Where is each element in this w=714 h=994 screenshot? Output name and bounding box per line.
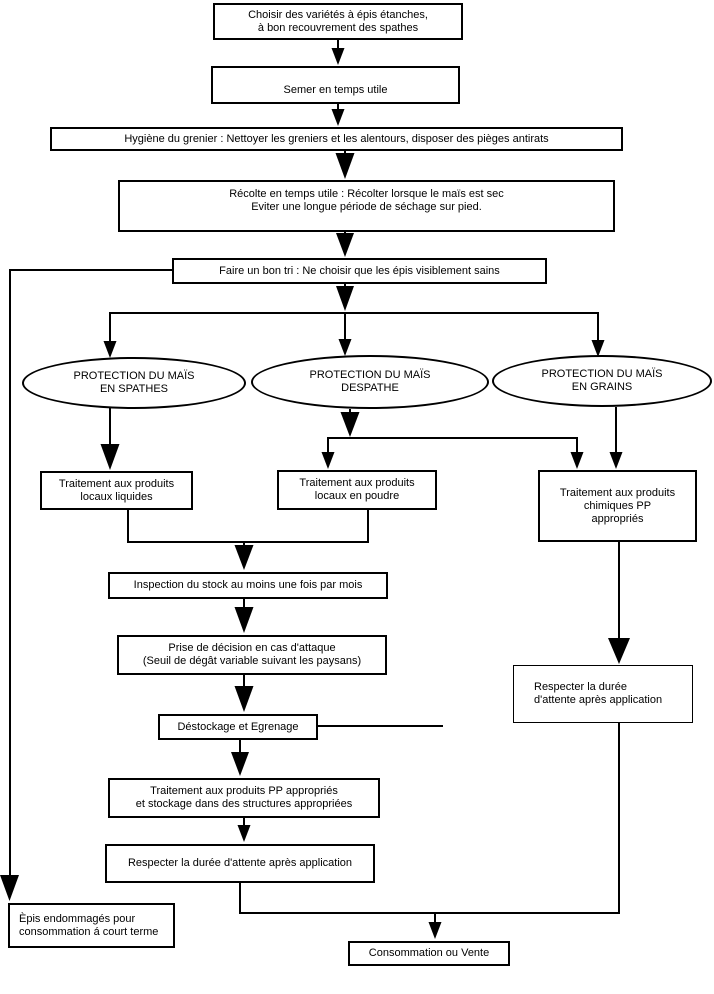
node-text: chimiques PP bbox=[583, 499, 652, 512]
node-text: locaux en poudre bbox=[314, 490, 400, 502]
ellipse-protection-spathes: PROTECTION DU MAÏS EN SPATHES bbox=[22, 357, 246, 409]
arrow-splitter-to-grains bbox=[591, 312, 605, 357]
node-text: Faire un bon tri : Ne choisir que les ép… bbox=[219, 264, 500, 277]
node-inspection-stock: Inspection du stock au moins une fois pa… bbox=[108, 572, 388, 599]
node-text: et stockage dans des structures appropri… bbox=[135, 798, 353, 810]
arrow-inspection-to-prise bbox=[234, 599, 254, 633]
node-text: Respecter la durée bbox=[534, 681, 627, 693]
node-traitement-chimiques: Traitement aux produits chimiques PP app… bbox=[538, 470, 697, 542]
node-text: DESPATHE bbox=[341, 382, 399, 394]
node-semer: Semer en temps utile bbox=[211, 66, 460, 104]
node-prise-decision: Prise de décision en cas d'attaque (Seui… bbox=[117, 635, 387, 675]
node-text: PROTECTION DU MAÏS bbox=[541, 368, 663, 380]
node-text: Inspection du stock au moins une fois pa… bbox=[133, 579, 363, 591]
node-text: Semer en temps utile bbox=[283, 84, 388, 96]
node-text: Traitement aux produits bbox=[559, 486, 676, 499]
node-text: Traitement aux produits bbox=[58, 477, 175, 490]
node-traitement-poudre: Traitement aux produits locaux en poudre bbox=[277, 470, 437, 510]
arrow-spathes-to-liquides bbox=[100, 408, 120, 470]
node-traitement-liquides: Traitement aux produits locaux liquides bbox=[40, 471, 193, 510]
arrow-splitter-to-despathe bbox=[338, 312, 352, 356]
node-epis-endommages: Èpis endommagés pour consommation á cour… bbox=[8, 903, 175, 948]
node-choisir-varietes: Choisir des variétés à épis étanches, à … bbox=[213, 3, 463, 40]
join-liquides-poudre bbox=[127, 510, 369, 543]
node-text: Consommation ou Vente bbox=[368, 947, 490, 959]
node-text: Traitement aux produits bbox=[299, 477, 415, 489]
node-text: à bon recouvrement des spathes bbox=[257, 21, 419, 34]
arrow-join-to-consommation bbox=[428, 913, 442, 939]
node-text: Respecter la durée d'attente après appli… bbox=[127, 857, 353, 869]
ellipse-protection-despathe: PROTECTION DU MAÏS DESPATHE bbox=[251, 355, 489, 409]
node-faire-bon-tri: Faire un bon tri : Ne choisir que les ép… bbox=[172, 258, 547, 284]
node-recolte: Récolte en temps utile : Récolter lorsqu… bbox=[118, 180, 615, 232]
ellipse-protection-grains: PROTECTION DU MAÏS EN GRAINS bbox=[492, 355, 712, 407]
node-text: Traitement aux produits PP appropriés bbox=[150, 785, 338, 797]
arrow-chimiques-to-respecter-droite bbox=[608, 542, 630, 664]
node-text: Prise de décision en cas d'attaque bbox=[168, 642, 336, 654]
node-text: Eviter une longue période de séchage sur… bbox=[251, 201, 482, 213]
arrow-semer-to-hygiene bbox=[331, 104, 345, 126]
arrow-despathe-to-junction bbox=[340, 409, 360, 437]
arrow-destockage-to-trait-pp bbox=[231, 740, 249, 776]
arrow-junction-to-poudre bbox=[321, 437, 335, 469]
arrow-junction-to-chimiques bbox=[570, 437, 584, 469]
node-text: (Seuil de dégât variable suivant les pay… bbox=[142, 655, 362, 667]
node-text: Hygiène du grenier : Nettoyer les grenie… bbox=[124, 132, 549, 145]
arrow-tri-to-splitter bbox=[336, 284, 354, 311]
node-traitement-pp-stockage: Traitement aux produits PP appropriés et… bbox=[108, 778, 380, 818]
node-text: locaux liquides bbox=[80, 490, 153, 503]
arrow-prise-to-destockage bbox=[234, 675, 254, 712]
arrow-trait-pp-to-respecter bbox=[237, 817, 251, 842]
node-text: PROTECTION DU MAÏS bbox=[309, 369, 431, 381]
node-respecter-duree-gauche: Respecter la durée d'attente après appli… bbox=[105, 844, 375, 883]
node-text: EN GRAINS bbox=[571, 381, 633, 393]
node-text: EN SPATHES bbox=[99, 383, 169, 395]
node-text: Déstockage et Egrenage bbox=[177, 720, 299, 733]
node-respecter-duree-droite: Respecter la durée d'attente après appli… bbox=[513, 665, 693, 723]
node-text: Choisir des variétés à épis étanches, bbox=[248, 8, 428, 21]
node-text: consommation á court terme bbox=[19, 925, 159, 938]
arrow-grains-to-chimiques bbox=[609, 407, 623, 469]
arrow-tri-to-epis-endommages bbox=[0, 269, 172, 901]
node-text: d'attente après application bbox=[534, 694, 663, 706]
node-consommation-vente: Consommation ou Vente bbox=[348, 941, 510, 966]
node-hygiene-grenier: Hygiène du grenier : Nettoyer les grenie… bbox=[50, 127, 623, 151]
join-bottom bbox=[239, 723, 620, 914]
arrow-hygiene-to-recolte bbox=[335, 151, 355, 179]
node-text: Récolte en temps utile : Récolter lorsqu… bbox=[229, 188, 504, 200]
node-text: PROTECTION DU MAÏS bbox=[73, 370, 195, 382]
arrow-recolte-to-tri bbox=[336, 232, 354, 257]
node-text: appropriés bbox=[591, 512, 644, 525]
node-text: Èpis endommagés pour bbox=[19, 912, 136, 925]
arrow-choisir-to-semer bbox=[331, 40, 345, 65]
arrow-splitter-to-spathes bbox=[103, 312, 117, 358]
node-destockage-egrenage: Déstockage et Egrenage bbox=[158, 714, 318, 740]
arrow-join-to-inspection bbox=[234, 542, 254, 570]
